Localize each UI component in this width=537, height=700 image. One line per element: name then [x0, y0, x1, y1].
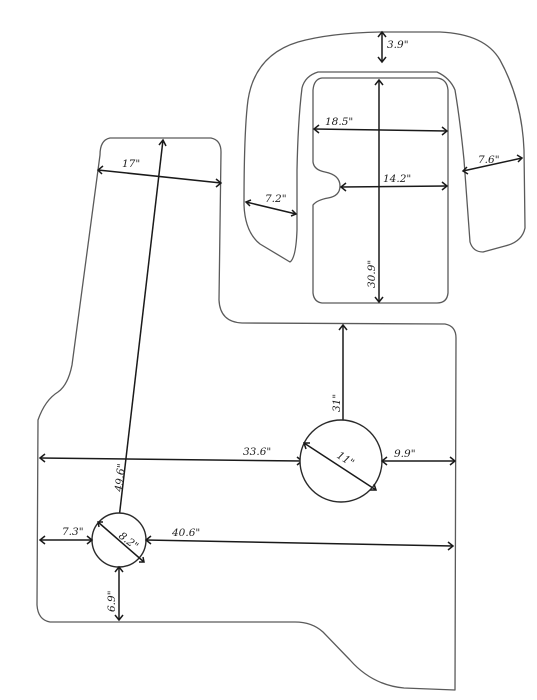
dim-hole-large-edge-label: 9.9" [394, 448, 416, 460]
dim-hole-small-right-label: 40.6" [171, 527, 200, 539]
dim-hole-large-line [303, 442, 377, 491]
dim-gap-top-label: 3.9" [387, 39, 409, 51]
dim-arm-left-label: 7.2" [265, 193, 287, 205]
dim-width-inner-arrow-a [312, 124, 320, 134]
dim-hole-large-arrow-a [302, 442, 310, 450]
dim-hole-small-left-label: 7.3" [62, 526, 84, 538]
dim-arm-left-line [245, 201, 297, 215]
dim-arm-right-arrow-a [461, 166, 469, 175]
dim-diagonal-line [117, 139, 164, 528]
dim-top-width-label: 17" [122, 158, 140, 170]
dim-height-arrow-a [374, 78, 384, 86]
dim-hole-large-edge-arrow-a [380, 456, 388, 466]
dim-span-to-hole-line [39, 457, 303, 462]
bottom-panel-outline [36, 137, 457, 691]
top-panel-inner-cutout [312, 77, 449, 304]
dim-height-arrow-b [374, 296, 384, 304]
dim-hole-small-right-line [145, 539, 454, 547]
dim-gap-top-arrow-b [377, 56, 387, 64]
dim-width-inner-line [313, 128, 448, 132]
dim-hole-small-arrow-a [97, 521, 103, 528]
dim-height-label: 30.9" [366, 260, 378, 288]
dim-hole-small-line [97, 521, 145, 563]
dim-span-to-hole-arrow-a [38, 453, 46, 463]
dim-hole-large-edge-arrow-b [449, 456, 457, 466]
dim-arm-right-arrow-b [516, 154, 524, 163]
bottom-panel: 17" 49.6" 31" 33.6" 11" 9.9" 8.2" [36, 137, 457, 691]
dim-hole-small-bottom-label: 6.9" [106, 590, 118, 612]
dim-hole-small-bottom-arrow-b [114, 614, 124, 622]
dim-hole-small-left-arrow-b [86, 535, 94, 545]
dim-arm-left-arrow-b [290, 209, 298, 217]
dim-width-lower-label: 14.2" [383, 173, 411, 185]
dim-diagonal-arrow-a [158, 138, 167, 147]
dim-hole-small-left-arrow-a [38, 535, 46, 545]
dim-width-lower-arrow-a [339, 182, 347, 192]
dim-width-inner-arrow-b [441, 126, 449, 136]
dim-width-lower-line [340, 185, 448, 188]
dim-hole-small-bottom-arrow-a [114, 565, 124, 573]
dim-arm-right-label: 7.6" [478, 154, 500, 166]
dim-width-lower-arrow-b [441, 181, 449, 191]
dim-top-width-arrow-b [215, 178, 223, 188]
dim-hole-small-arrow-b [139, 556, 145, 563]
dim-width-inner-label: 18.5" [325, 116, 353, 128]
dim-hole-small-right-arrow-a [144, 535, 152, 545]
dim-notch-drop-label: 31" [331, 394, 343, 412]
dim-gap-top-arrow-a [377, 30, 387, 38]
dim-hole-small-right-arrow-b [447, 541, 455, 551]
dim-notch-drop-arrow-a [338, 323, 348, 331]
dim-top-width-arrow-a [96, 165, 104, 175]
top-panel: 3.9" 18.5" 14.2" 30.9" 7.2" 7.6" [243, 30, 526, 304]
dim-span-to-hole-label: 33.6" [243, 446, 271, 458]
dim-diagonal-label: 49.6" [113, 463, 128, 493]
dim-arm-left-arrow-a [244, 199, 252, 207]
top-panel-outline [243, 31, 526, 263]
dim-arm-right-line [462, 157, 523, 172]
dim-hole-large-arrow-b [370, 483, 378, 491]
